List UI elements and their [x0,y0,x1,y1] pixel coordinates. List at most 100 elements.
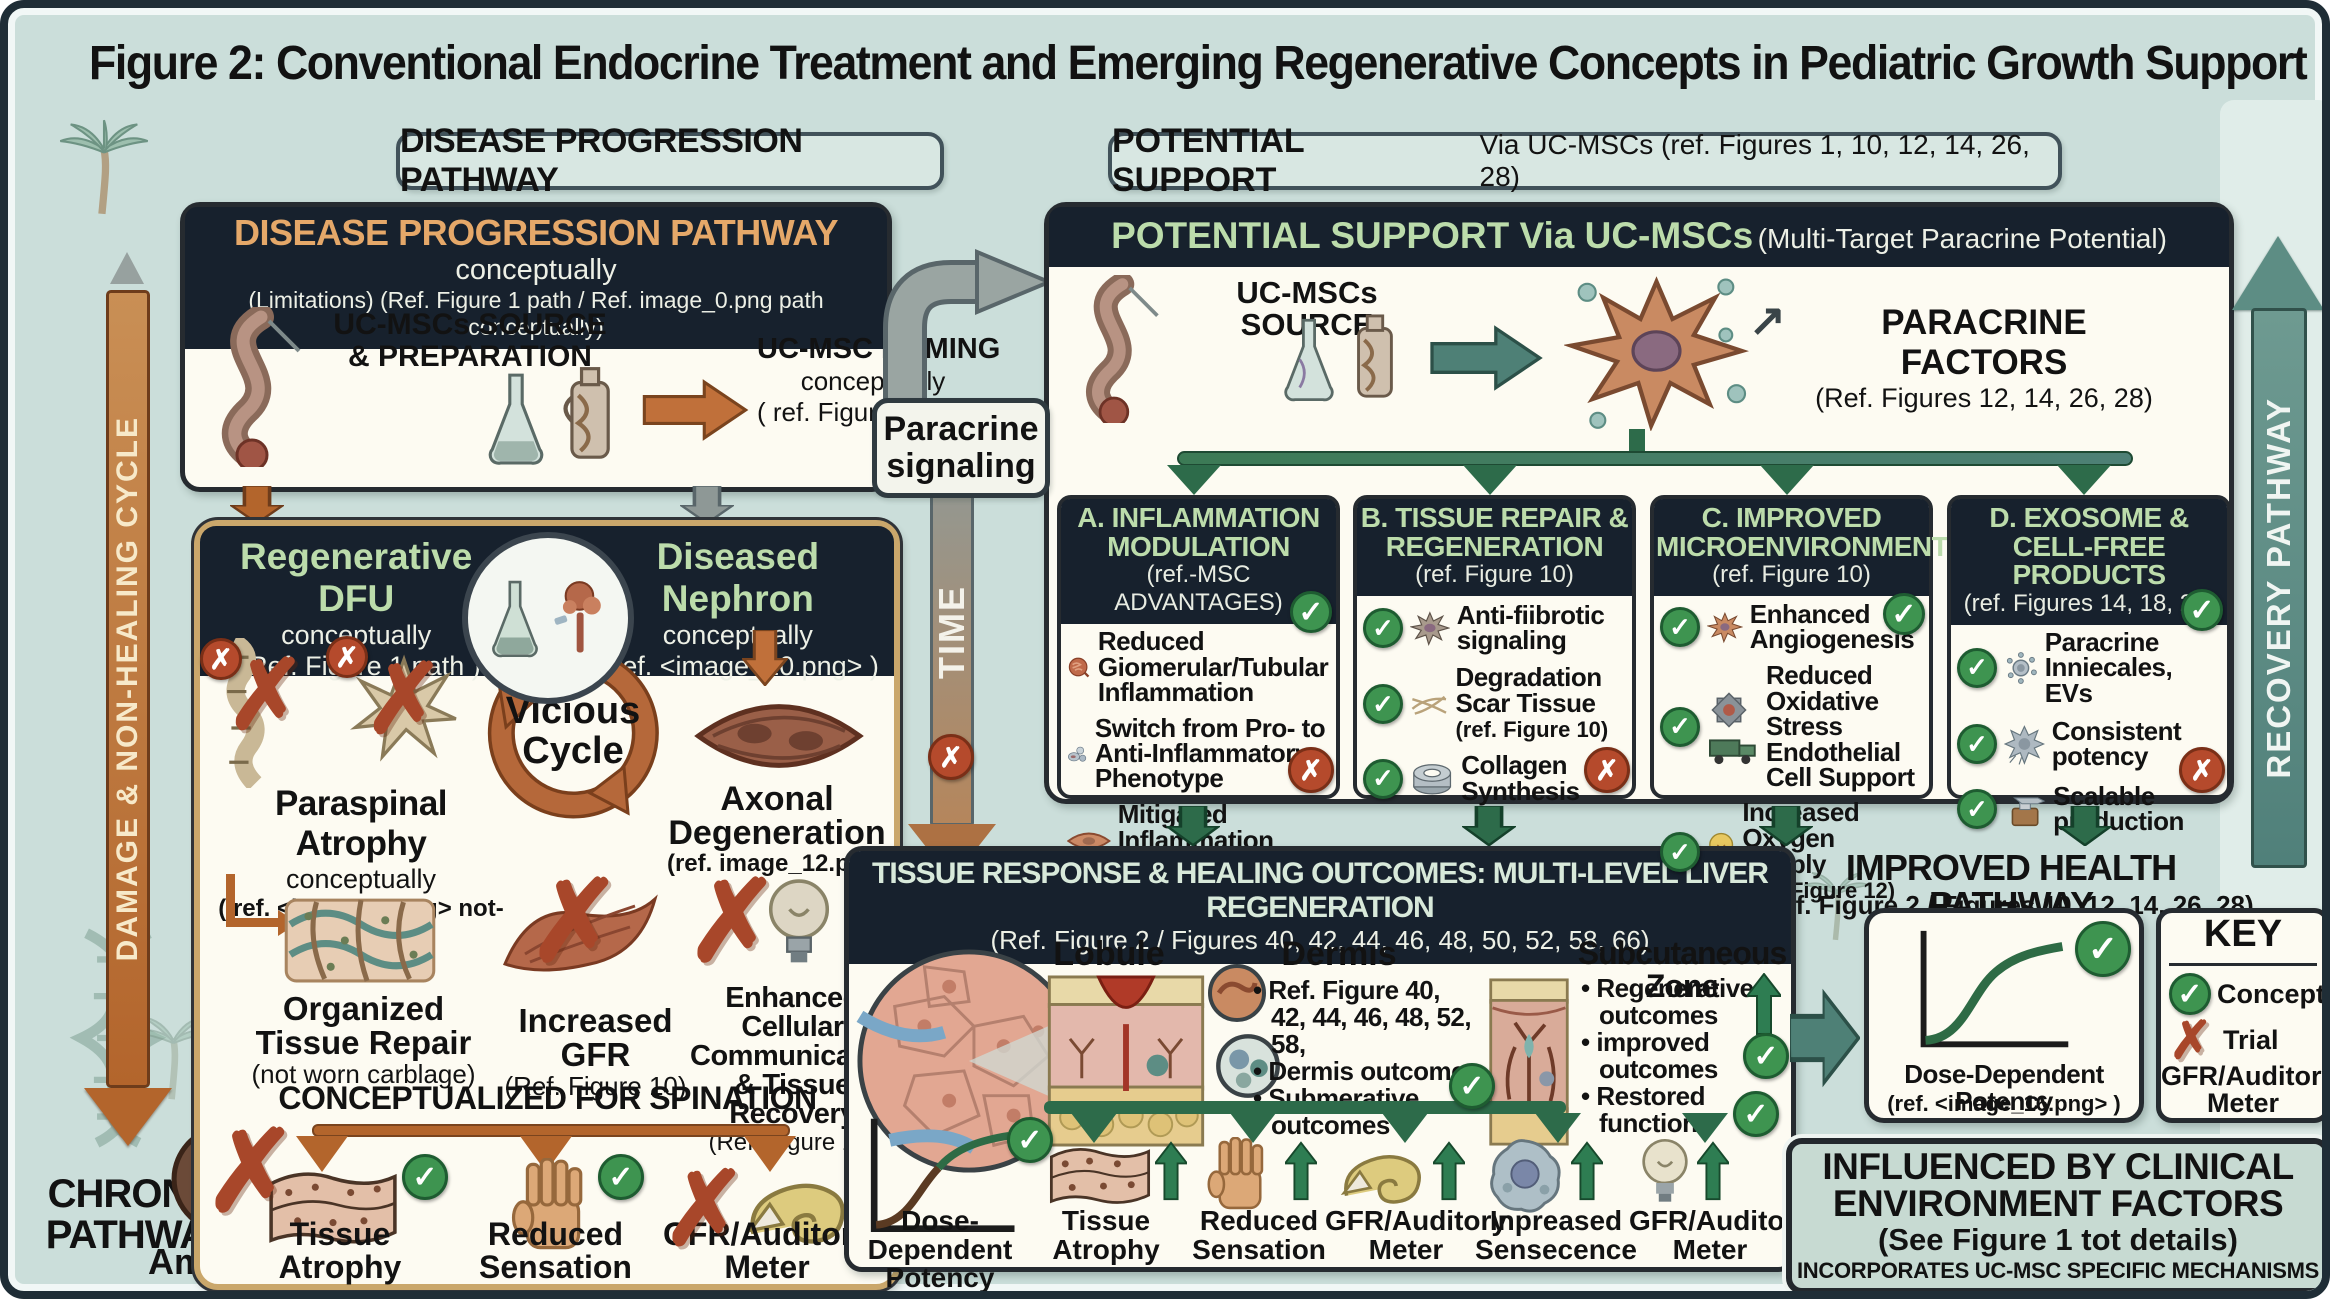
disease-box-subtitle: (Limitations) (Ref. Figure 1 path / Ref.… [248,287,824,340]
column-d-header: D. EXOSOME & CELL-FREE PRODUCTS (ref. Fi… [1951,499,2227,625]
column-b-item-2: Degradation Scar Tissue(ref. Figure 10) [1357,660,1632,748]
branch-bar [1177,451,2133,466]
damage-rail: DAMAGE & NON-HEALING CYCLE [106,290,150,1088]
dfu-left-title: Regenerative DFU [239,536,473,619]
homing-title: UC-MSC HOMING [757,333,1001,365]
dose-potency-box: Dose-Dependent Potency (ref. <image_16.p… [1864,908,2144,1123]
lightbulb-icon [1642,1139,1688,1202]
branch-arrowhead [744,1136,796,1172]
paraspinal-title: Paraspinal Atrophy [274,784,448,863]
column-a-sub: (ref.-MSC ADVANTAGES) [1114,561,1283,617]
gear-icon [1711,692,1747,728]
curved-arrow-icon [883,249,1055,416]
column-a-item-1: Reduced Giomerular/Tubular Inflammation [1061,624,1336,710]
column-b-item-2-text: Degradation Scar Tissue [1455,662,1602,719]
check-icon [1883,593,1925,635]
check-icon [1743,1033,1789,1079]
connector-bar [226,918,278,927]
column-b-header: B. TISSUE REPAIR & REGENERATION (ref. Fi… [1357,499,1632,597]
branch-arrowhead [2057,465,2111,495]
column-b-item-1: Anti-fiibrotic signaling [1357,596,1632,660]
disease-box-header: DISEASE PROGRESSION PATHWAY conceptually… [185,207,887,349]
check-icon [1363,758,1403,799]
paracrine-factors-ref: (Ref. Figures 12, 14, 26, 28) [1815,383,2153,413]
mini-kidney-icon [554,581,601,653]
arrow-down-icon [2058,806,2112,846]
dfu-right-title: Diseased Nephron [656,536,820,619]
support-box-title-suffix: (Multi-Target Paracrine Potential) [1757,223,2167,254]
zoom-circle-icon [1208,964,1266,1022]
check-icon [1660,832,1700,873]
tissue-response-box: TISSUE RESPONSE & HEALING OUTCOMES: MULT… [844,846,1811,1291]
key-trial-label: Trial [2223,1025,2279,1055]
umbilical-cord-icon [1086,275,1159,423]
repair-title: Organized Tissue Repair [255,990,472,1061]
column-c-title: C. IMPROVED MICROENVIRONMENT [1656,502,1949,562]
rail-top-arrow [110,252,144,284]
column-b-title: B. TISSUE REPAIR & REGENERATION [1360,502,1629,562]
column-a-item-2-text: Switch from Pro- to Anti-Inflammatory Ph… [1094,712,1326,794]
disease-box-title: DISEASE PROGRESSION PATHWAY [234,212,838,253]
subq-item: • Regenerative outcomes [1581,973,1754,1031]
cross-badge-icon [326,636,368,678]
influenced-footer: INCORPORATES UC-MSC SPECIFIC MECHANISMS [1796,1258,2320,1283]
influenced-title: INFLUENCED BY CLINICAL ENVIRONMENT FACTO… [1822,1146,2294,1224]
gfr-block: Increased GFR (Ref. Figure 10) [498,1004,693,1102]
cross-badge-icon [2179,747,2225,793]
scar-fibers-icon [1411,695,1447,715]
hand-icon [1207,1137,1264,1210]
potential-support-pill: POTENTIAL SUPPORT Via UC-MSCs (ref. Figu… [1108,122,2062,199]
recovery-rail: RECOVERY PATHWAY [2251,308,2307,868]
column-c-item-2-text: Reduced Oxidative Stress Endothelial Cel… [1766,660,1915,792]
check-icon [1957,647,1997,688]
column-b-item-3: Collagen Synthesis [1357,748,1632,809]
outcome-arrowhead [1682,1113,1728,1143]
recovery-rail-label: RECOVERY PATHWAY [2260,397,2297,779]
cochlea-icon [1340,1154,1421,1204]
column-d-sub: (ref. Figures 14, 18, 28) [1963,589,2215,617]
amputation-cross-icon [204,1116,298,1228]
zoom-circle-icon [1216,1034,1280,1098]
support-box-header: POTENTIAL SUPPORT Via UC-MSCs (Multi-Tar… [1049,207,2229,267]
branch-arrowhead [1167,465,1221,495]
check-icon [2181,589,2223,631]
column-d-item-1-text: Paracrine Inniecales, EVs [2044,626,2173,708]
cross-icon [686,866,780,978]
tissue-box-title: TISSUE RESPONSE & HEALING OUTCOMES: MULT… [872,857,1769,924]
cross-icon [2169,1015,2213,1067]
column-a-header: A. INFLAMMATION MODULATION (ref.-MSC ADV… [1061,499,1336,625]
angiogenic-cell-icon [1707,612,1743,644]
check-icon [598,1154,644,1200]
branch-arrowhead [1760,465,1814,495]
column-d-item-2: Consistent potency [1951,711,2227,777]
skin-section-icon [1047,975,1205,1147]
disease-pathway-pill: DISEASE PROGRESSION PATHWAY [396,122,944,199]
branch-arrowhead [296,1136,348,1172]
column-c-item-1-text: Enhanced Angiogenesis [1749,598,1915,655]
support-pill-bold: POTENTIAL SUPPORT [1112,122,1305,199]
column-inflammation: A. INFLAMMATION MODULATION (ref.-MSC ADV… [1057,495,1340,879]
outcome-arrowhead [1382,1113,1428,1143]
arrow-right-icon [1430,325,1543,391]
key-box: KEY Conceptual Trial GFR/Auditory Meter [2156,908,2322,1123]
dose-curve-mini-icon [870,1118,1015,1232]
key-title: KEY [2203,913,2283,955]
column-tissue-repair: B. TISSUE REPAIR & REGENERATION (ref. Fi… [1353,495,1636,804]
dermis-item: • Ref. Figure 40, 42, 44, 46, 48, 52, 58… [1253,975,1472,1060]
arrow-up-icon [1747,973,1781,1035]
lobule-label: Lobule [1053,935,1165,973]
magnifier-circle [462,532,634,704]
column-b-item-3-text: Collagen Synthesis [1461,750,1580,806]
cross-badge-icon [928,734,974,780]
cross-badge-icon [1584,747,1630,793]
subcutaneous-title: Subcutaneous Zone [1577,935,1787,1004]
arrow-down-icon [1166,806,1220,846]
flask-icon [488,373,544,465]
support-source-label: UC-MSCs SOURCE [1236,275,1378,340]
culture-vessel-icon [1357,314,1393,398]
cochlea-icon [748,1183,845,1244]
disease-pill-label: DISEASE PROGRESSION PATHWAY [400,122,803,199]
vesicle-icon [2004,725,2045,765]
arrow-down-icon [230,486,284,524]
